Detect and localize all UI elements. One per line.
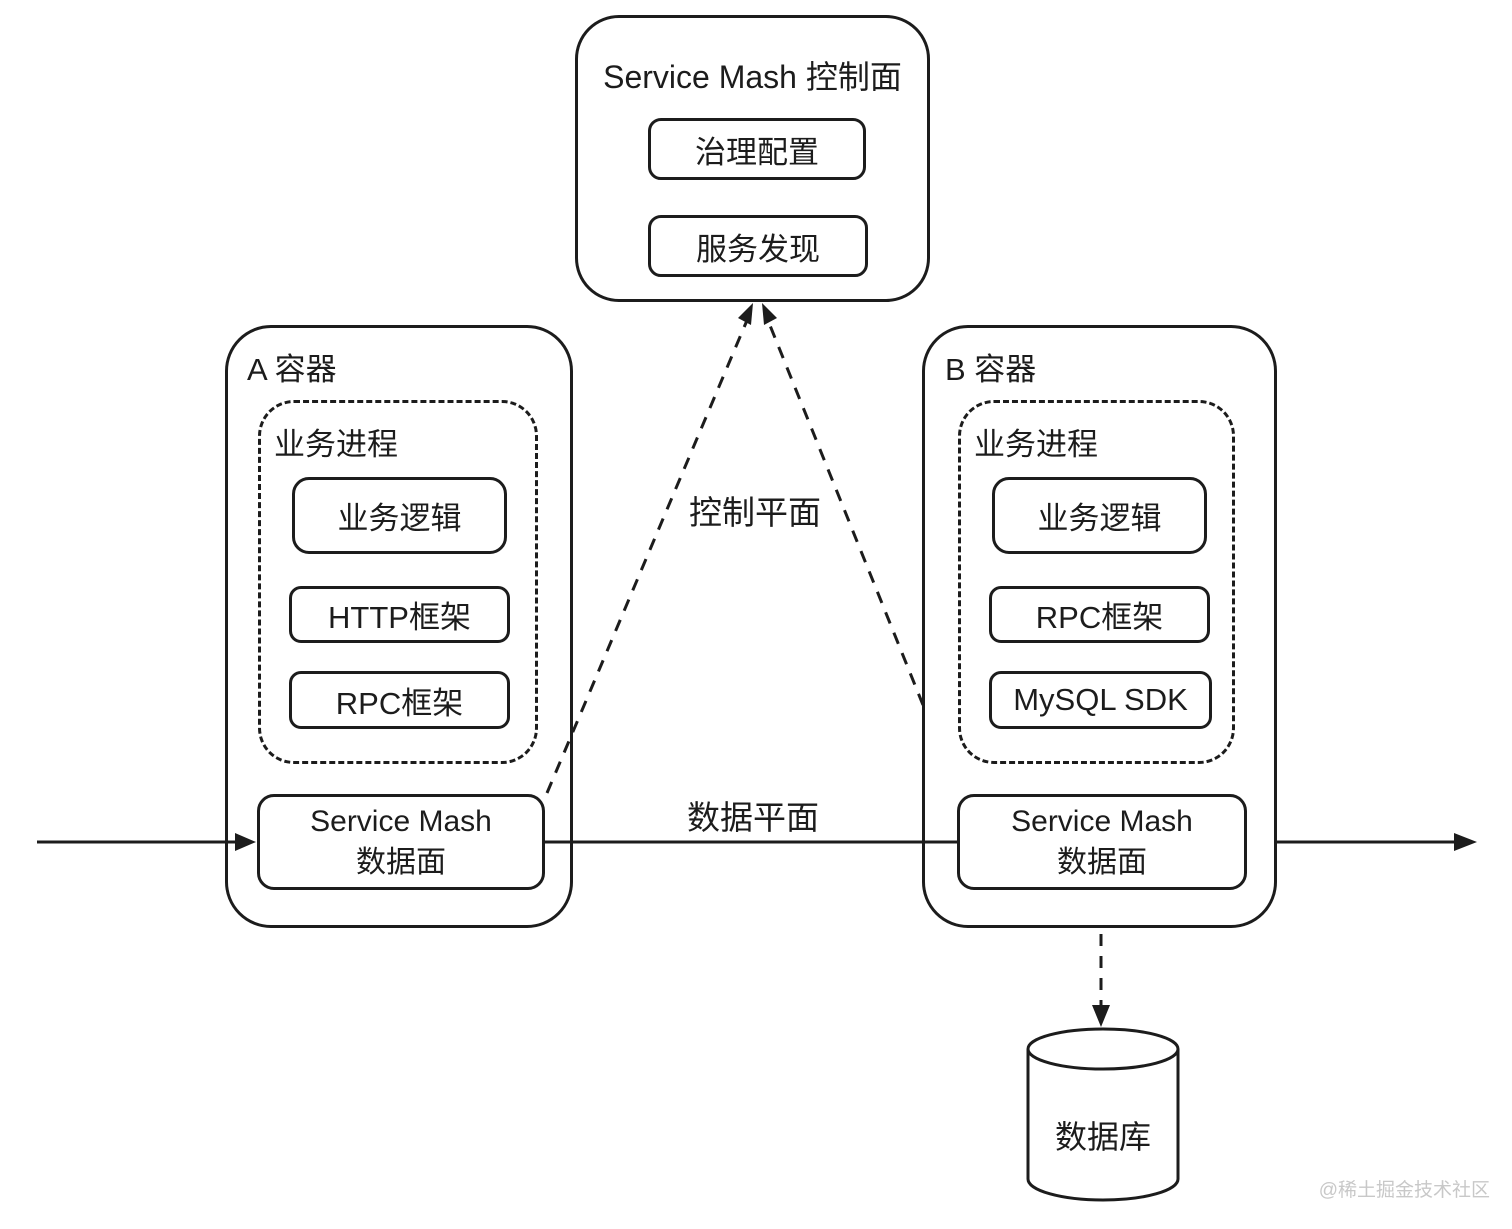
container-a-title: A 容器 bbox=[247, 352, 337, 387]
data-plane-a-box: Service Mash 数据面 bbox=[257, 794, 545, 890]
watermark: @稀土掘金技术社区 bbox=[1318, 1180, 1490, 1201]
container-b-title: B 容器 bbox=[945, 352, 1037, 387]
mysql-sdk-label: MySQL SDK bbox=[1013, 682, 1188, 717]
process-box-a bbox=[258, 400, 538, 764]
data-plane-b-label-line2: 数据面 bbox=[1057, 846, 1147, 879]
governance-config-label: 治理配置 bbox=[695, 134, 819, 170]
control-plane-edge-label: 控制平面 bbox=[689, 494, 821, 531]
data-plane-arrow-right bbox=[1454, 833, 1477, 851]
data-plane-a-label-line1: Service Mash bbox=[310, 805, 492, 838]
database-cylinder-top bbox=[1026, 1027, 1180, 1071]
service-discovery-box: 服务发现 bbox=[648, 215, 868, 277]
database-label: 数据库 bbox=[1054, 1119, 1151, 1155]
governance-config-box: 治理配置 bbox=[648, 118, 866, 180]
process-box-b bbox=[958, 400, 1235, 764]
biz-logic-b-box: 业务逻辑 bbox=[992, 477, 1207, 554]
mysql-sdk-box: MySQL SDK bbox=[989, 671, 1212, 729]
database-arrow bbox=[1092, 1005, 1110, 1027]
biz-logic-a-box: 业务逻辑 bbox=[292, 477, 507, 554]
data-plane-b-label-line1: Service Mash bbox=[1011, 805, 1193, 838]
http-framework-box: HTTP框架 bbox=[289, 586, 510, 643]
http-framework-label: HTTP框架 bbox=[328, 600, 471, 635]
rpc-framework-a-label: RPC框架 bbox=[335, 685, 464, 721]
rpc-framework-b-box: RPC框架 bbox=[989, 586, 1210, 643]
data-plane-b-box: Service Mash 数据面 bbox=[957, 794, 1247, 890]
process-box-b-title: 业务进程 bbox=[974, 427, 1098, 462]
control-plane-box-title: Service Mash 控制面 bbox=[603, 59, 902, 95]
service-discovery-label: 服务发现 bbox=[696, 231, 820, 267]
biz-logic-a-label: 业务逻辑 bbox=[337, 501, 462, 536]
control-plane-arrow-a bbox=[738, 303, 753, 325]
control-plane-dashed-line-a bbox=[545, 317, 750, 794]
data-plane-a-label-line2: 数据面 bbox=[356, 846, 446, 879]
process-box-a-title: 业务进程 bbox=[274, 427, 398, 462]
control-plane-arrow-b bbox=[762, 303, 777, 325]
rpc-framework-b-label: RPC框架 bbox=[1035, 600, 1164, 635]
biz-logic-b-label: 业务逻辑 bbox=[1037, 501, 1162, 536]
data-plane-edge-label: 数据平面 bbox=[687, 799, 819, 836]
rpc-framework-a-box: RPC框架 bbox=[289, 671, 510, 729]
